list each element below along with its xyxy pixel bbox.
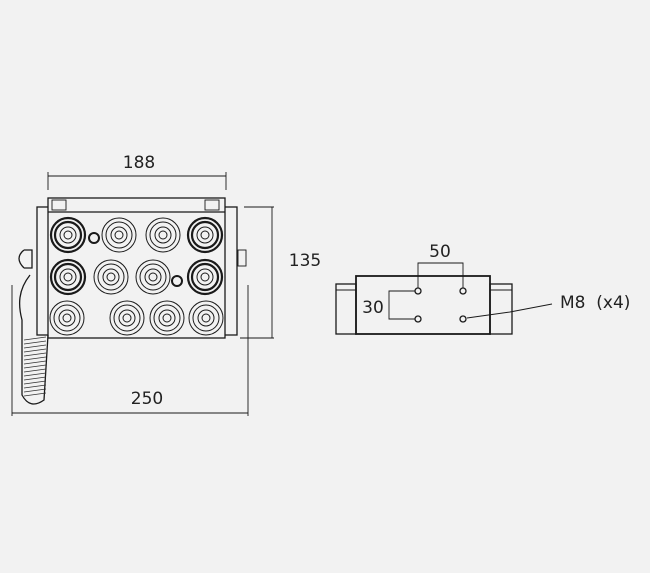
hatch-line [23,348,47,353]
connector-ring [192,304,220,332]
connector-ring [53,220,83,250]
connector-ring [153,304,181,332]
connector-ring [106,272,116,282]
connector-ring [122,313,132,323]
connector-ring [135,259,171,295]
right-knob [237,249,247,267]
hatch-line [23,344,47,349]
dim-line-30 [388,290,415,320]
connector-ring [105,221,133,249]
hatch-line [23,372,47,377]
dim-label-135: 135 [289,251,321,271]
connector-ring [144,268,162,286]
cable-gland [18,274,49,405]
connector-ring [158,230,168,240]
connector-ring [139,263,167,291]
dim-label-188: 188 [123,153,155,173]
connector-ring [190,262,220,292]
top-clamp-right [204,199,220,211]
top-clamp-left [51,199,67,211]
base-body [355,275,491,335]
connector-ring [186,216,224,254]
hatch-line [23,364,47,369]
left-knob [18,249,33,269]
hatch-line [23,388,47,393]
connector-ring [53,304,81,332]
hatch-line [23,356,47,361]
connector-ring [196,226,214,244]
leader-line [466,303,553,319]
m8-hole [459,287,467,295]
connector-ring [101,217,137,253]
connector-ring [49,216,87,254]
connector-ring [200,230,210,240]
connector-ring [149,300,185,336]
connector-ring [196,268,214,286]
hatch-line [23,360,47,365]
front-view: 188 135 250 [11,153,321,416]
hatch-line [23,368,47,373]
thread-callout: M8 (x4) [560,293,630,313]
connector-ring [145,217,181,253]
connector-ring [53,262,83,292]
connector-ring [158,309,176,327]
connector-ring [63,272,73,282]
connector-ring [97,263,125,291]
small-plug [171,275,183,287]
connector-ring [114,230,124,240]
connector-ring [186,258,224,296]
dim-line-50 [417,262,464,288]
hatch-line [23,380,47,385]
small-plug [88,232,100,244]
connector-ring [188,300,224,336]
hatch-line [23,376,47,381]
connector-ring [63,230,73,240]
connector-ring [197,309,215,327]
hatch-line [23,392,47,397]
connector-ring [102,268,120,286]
left-flange [335,283,357,335]
cable-hatch [23,336,47,397]
right-flange [489,283,513,335]
side-view: 50 30 M8 (x4) [335,242,630,335]
connector-ring [109,300,145,336]
connector-ring [49,300,85,336]
connector-ring [149,221,177,249]
hatch-line [23,340,47,345]
connector-array [49,216,224,336]
connector-ring [118,309,136,327]
connector-ring [59,226,77,244]
connector-ring [154,226,172,244]
connector-ring [62,313,72,323]
connector-ring [110,226,128,244]
connector-ring [58,309,76,327]
connector-ring [201,313,211,323]
hatch-line [23,352,47,357]
dim-label-50: 50 [429,242,451,262]
connector-ring [59,268,77,286]
connector-ring [113,304,141,332]
m8-hole [414,315,422,323]
dim-label-30: 30 [362,298,384,318]
hatch-line [23,336,47,341]
hatch-line [23,384,47,389]
connector-ring [148,272,158,282]
connector-ring [200,272,210,282]
connector-ring [162,313,172,323]
m8-hole [459,315,467,323]
connector-ring [190,220,220,250]
dim-label-250: 250 [131,389,163,409]
connector-ring [49,258,87,296]
connector-ring [93,259,129,295]
m8-hole [414,287,422,295]
